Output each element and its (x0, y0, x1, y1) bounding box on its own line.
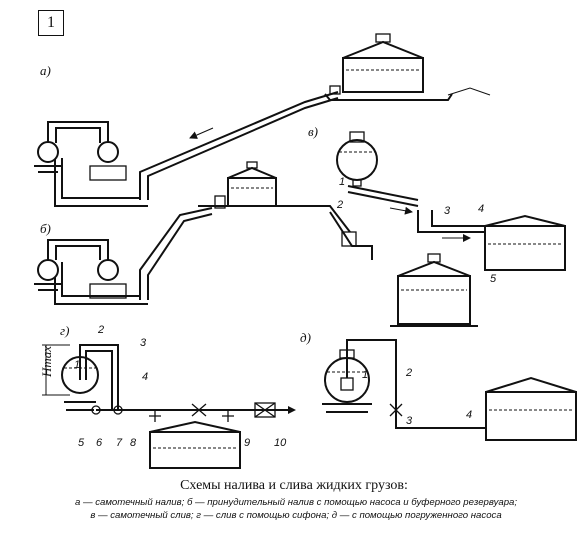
panel-b-label: б) (40, 221, 51, 236)
storage-tank-a (324, 33, 491, 101)
panel-g-label: г) (60, 323, 69, 338)
figure-number: 1 (38, 10, 64, 36)
tank-car-b2 (89, 259, 127, 299)
g-label-5: 5 (78, 437, 85, 449)
g-label-7: 7 (116, 437, 123, 449)
v-label-1: 1 (339, 176, 345, 188)
scheme-v: в) 1 2 3 4 5 (308, 124, 566, 285)
v-label-4: 4 (478, 203, 484, 215)
legend-line-1: а — самотечный налив; б — принудительный… (74, 497, 518, 508)
panel-v-label: в) (308, 124, 318, 139)
g-label-9: 9 (244, 437, 250, 449)
g-label-10: 10 (274, 437, 287, 449)
tank-car-a1 (34, 141, 62, 173)
panel-d-label: д) (300, 330, 311, 345)
g-label-1: 1 (74, 359, 80, 371)
g-label-2: 2 (97, 324, 104, 336)
g-label-3: 3 (140, 337, 147, 349)
d-label-2: 2 (405, 367, 412, 379)
figure-legend: а — самотечный налив; б — принудительный… (8, 496, 584, 522)
tank-car-a2 (89, 141, 127, 181)
receiving-tank-v (484, 214, 566, 271)
g-label-8: 8 (130, 437, 137, 449)
g-label-4: 4 (142, 371, 148, 383)
d-label-4: 4 (466, 409, 472, 421)
legend-line-2: в — самотечный слив; г — слив с помощью … (90, 510, 502, 521)
receiving-tank-d (485, 376, 577, 441)
v-label-5: 5 (490, 273, 497, 285)
v-label-2: 2 (336, 199, 343, 211)
g-label-6: 6 (96, 437, 103, 449)
reservoir-center (390, 253, 478, 327)
technical-diagram: а) б) (34, 33, 577, 469)
panel-a-label: а) (40, 63, 51, 78)
d-label-1: 1 (362, 369, 368, 381)
v-label-3: 3 (444, 205, 451, 217)
buffer-tank-b (214, 161, 277, 209)
receiving-tank-g (149, 420, 241, 469)
scheme-g: г) Hmax 1 2 3 4 5 6 7 8 9 10 (39, 323, 296, 469)
d-label-3: 3 (406, 415, 413, 427)
figure-caption: Схемы налива и слива жидких грузов: (180, 478, 408, 493)
scheme-a: а) (34, 33, 491, 207)
scheme-d: д) 1 2 3 4 (300, 330, 577, 441)
scheme-b: б) (34, 161, 373, 305)
tank-car-b1 (34, 259, 62, 291)
tank-car-v (336, 131, 378, 187)
